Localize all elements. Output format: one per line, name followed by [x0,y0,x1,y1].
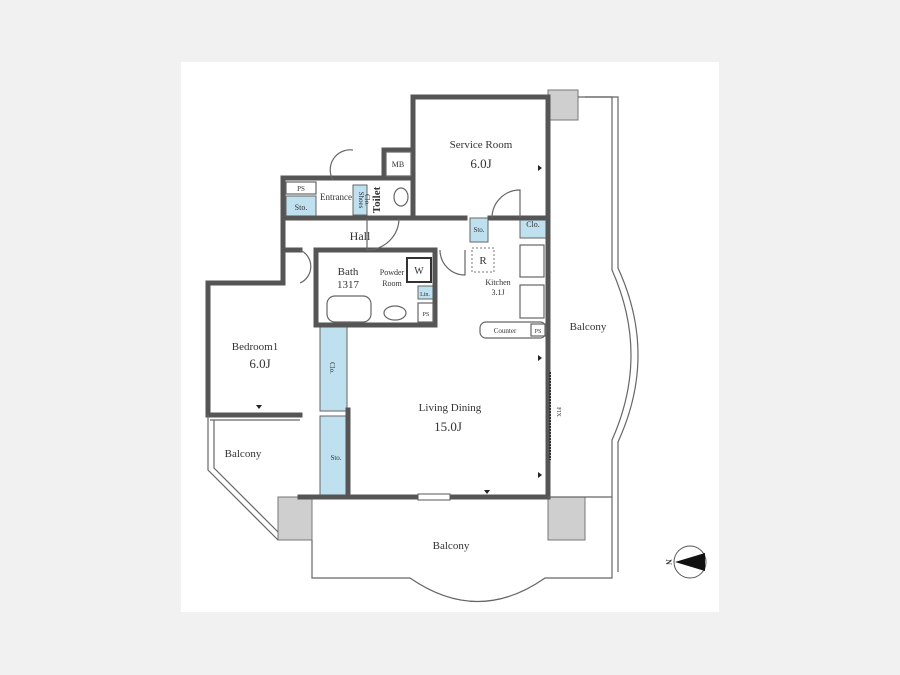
window [417,493,451,501]
storage-kitchen [469,217,489,243]
bedroom1-size: 6.0J [249,356,270,371]
powder-toilet [383,305,407,321]
counter-label: Counter [494,327,517,335]
fix-label: FIX [555,407,561,417]
balcony-outlines [207,96,639,602]
ps-counter-box [530,323,546,337]
shoes-clo-label: Clo. [363,194,371,206]
balcony-bottom-label: Balcony [433,540,470,552]
fixtures [256,149,551,501]
ps-powder-box [417,302,434,323]
pillar [547,496,586,541]
living-dining-label: Living Dining [419,402,482,414]
bath-label: Bath [338,266,359,278]
entrance-door [329,149,354,181]
kitchen-size: 3.1J [491,288,504,297]
service-room-label: Service Room [450,139,513,151]
ps-label: PS [297,185,305,193]
entry-marker [484,490,490,494]
plan-sheet [181,62,719,612]
door-swing [299,249,312,284]
mb-box [385,151,412,177]
washer-label: W [414,266,424,277]
walls [205,94,551,500]
pillar [277,496,313,541]
storage-entrance-label: Sto. [295,203,308,212]
balcony-bedroom-label: Balcony [225,448,262,460]
north-compass-icon: N [664,545,707,579]
stove [519,244,545,278]
toilet-label: Toilet [371,186,383,213]
storage-living-label: Sto. [330,454,341,462]
storage-kitchen-label: Sto. [473,226,484,234]
bathtub [326,295,372,323]
refrigerator-space [471,247,495,273]
pillar [547,89,579,121]
mb-label: MB [392,160,404,169]
service-door [491,189,521,219]
hall-label: Hall [350,229,371,243]
washer-space [406,257,432,283]
kitchen-door [439,249,466,276]
toilet-bowl [393,187,409,207]
service-room-size: 6.0J [470,156,491,171]
ps-counter-label: PS [535,329,542,335]
north-label: N [664,559,673,565]
toilet-door [366,217,400,251]
refrigerator-label: R [479,255,487,267]
shoes-closet [352,184,368,216]
bath-size: 1317 [337,279,360,291]
powder-room-label: Powder [380,268,405,277]
closet-kitchen-label: Clo. [526,220,540,229]
sink [519,284,545,319]
bedroom1-label: Bedroom1 [232,341,278,353]
closet-bedroom-label: Clo. [328,362,336,374]
kitchen-label: Kitchen [485,278,510,287]
powder-room-label-2: Room [382,279,402,288]
balcony-right-label: Balcony [570,321,607,333]
counter [479,321,547,339]
entrance-label: Entrance [320,192,352,202]
shoes-label: Shoes [357,192,365,209]
ps-powder-label: PS [423,312,430,318]
living-dining-size: 15.0J [434,419,462,434]
closet-bedroom [319,324,348,412]
linen-label: Lin. [420,292,430,298]
ps-top-box [285,181,317,195]
